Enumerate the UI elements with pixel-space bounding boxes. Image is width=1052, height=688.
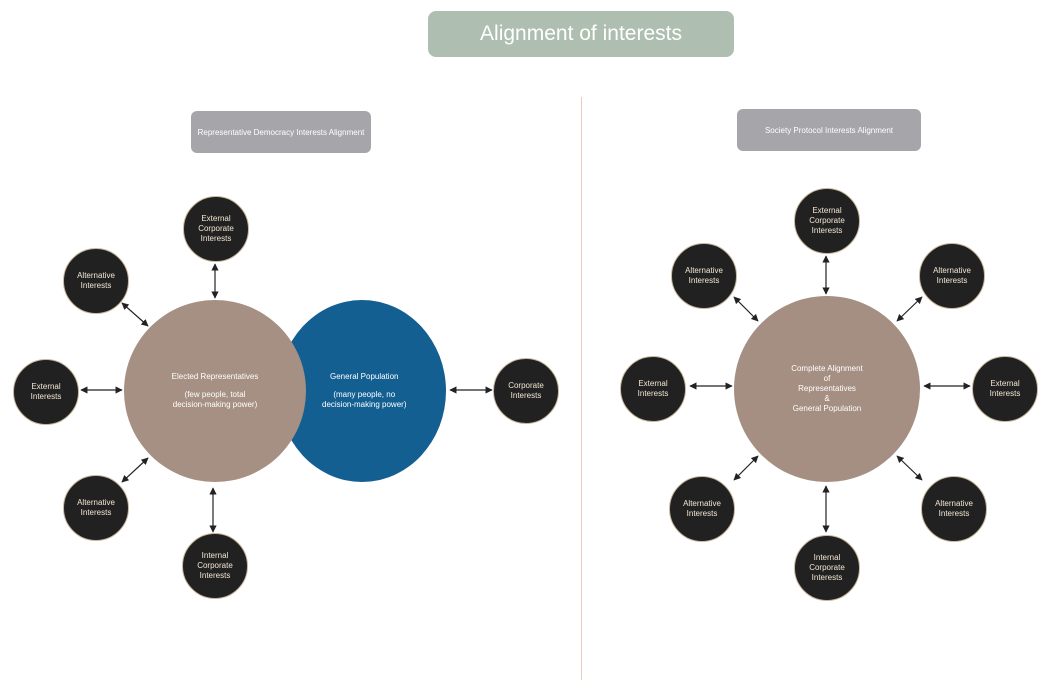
- general-population-circle: General Population (many people, no deci…: [278, 300, 446, 482]
- general-population-subtitle: (many people, no decision-making power): [322, 390, 407, 409]
- left-node-internal-corporate-interests: Internal Corporate Interests: [182, 533, 248, 599]
- left-node-alternative-interests-upper: Alternative Interests: [63, 248, 129, 314]
- arrow-right-lower-left: [733, 455, 759, 481]
- arrow-left-lower-left: [121, 457, 149, 483]
- left-node-corporate-interests: Corporate Interests: [493, 358, 559, 424]
- left-node-corporate-interests-label: Corporate Interests: [508, 381, 544, 400]
- right-node-alternative-interests-upper-left: Alternative Interests: [671, 243, 737, 309]
- left-node-internal-corporate-interests-label: Internal Corporate Interests: [197, 551, 233, 580]
- complete-alignment-circle: Complete Alignment of Representatives & …: [734, 296, 920, 482]
- arrow-left-upper-left: [121, 302, 149, 327]
- right-node-external-interests-left: External Interests: [620, 356, 686, 422]
- diagram-title: Alignment of interests: [428, 11, 734, 57]
- right-node-external-interests-left-label: External Interests: [637, 379, 669, 398]
- right-node-alternative-interests-lower-right: Alternative Interests: [921, 476, 987, 542]
- left-node-external-corporate-interests: External Corporate Interests: [183, 196, 249, 262]
- right-node-external-corporate-interests: External Corporate Interests: [794, 188, 860, 254]
- elected-representatives-subtitle: (few people, total decision-making power…: [172, 390, 258, 409]
- general-population-title: General Population: [329, 372, 399, 381]
- right-node-internal-corporate-interests: Internal Corporate Interests: [794, 535, 860, 601]
- right-node-external-interests-right-label: External Interests: [989, 379, 1021, 398]
- right-node-internal-corporate-interests-label: Internal Corporate Interests: [809, 553, 845, 582]
- elected-representatives-circle: Elected Representatives (few people, tot…: [124, 300, 306, 482]
- left-node-external-interests-label: External Interests: [30, 382, 62, 401]
- complete-alignment-label: Complete Alignment of Representatives & …: [791, 364, 863, 413]
- arrow-right-upper-left: [733, 296, 759, 322]
- left-node-alternative-interests-upper-label: Alternative Interests: [77, 271, 115, 290]
- panel-divider: [581, 97, 582, 680]
- right-node-alternative-interests-lower-right-label: Alternative Interests: [935, 499, 973, 518]
- left-node-external-corporate-interests-label: External Corporate Interests: [198, 214, 234, 243]
- right-panel-label: Society Protocol Interests Alignment: [737, 109, 921, 151]
- right-node-alternative-interests-upper-right: Alternative Interests: [919, 243, 985, 309]
- arrow-right-upper-right: [896, 296, 923, 322]
- right-node-alternative-interests-lower-left: Alternative Interests: [669, 476, 735, 542]
- arrow-right-lower-right: [896, 455, 923, 481]
- left-node-alternative-interests-lower-label: Alternative Interests: [77, 498, 115, 517]
- left-node-external-interests: External Interests: [13, 359, 79, 425]
- left-panel-label: Representative Democracy Interests Align…: [191, 111, 371, 153]
- right-node-external-corporate-interests-label: External Corporate Interests: [809, 206, 845, 235]
- right-node-alternative-interests-lower-left-label: Alternative Interests: [683, 499, 721, 518]
- left-node-alternative-interests-lower: Alternative Interests: [63, 475, 129, 541]
- right-node-external-interests-right: External Interests: [972, 356, 1038, 422]
- elected-representatives-title: Elected Representatives: [171, 372, 259, 381]
- right-node-alternative-interests-upper-left-label: Alternative Interests: [685, 266, 723, 285]
- right-node-alternative-interests-upper-right-label: Alternative Interests: [933, 266, 971, 285]
